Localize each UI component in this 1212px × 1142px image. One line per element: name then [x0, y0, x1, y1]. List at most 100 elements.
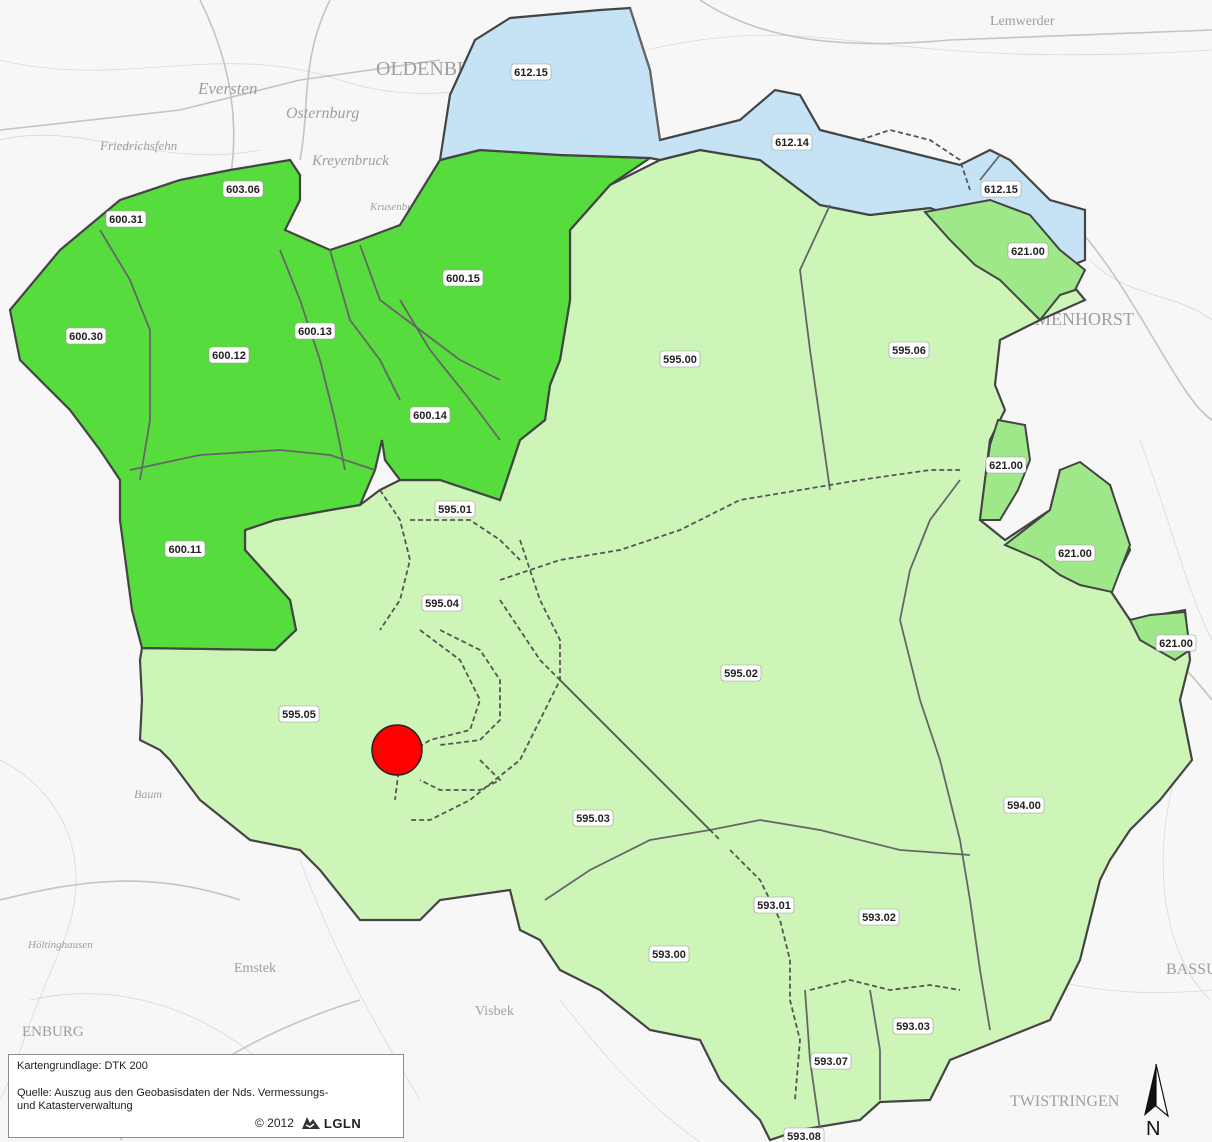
region-label-600-15[interactable]: 600.15: [442, 269, 484, 287]
region-label-text: 600.15: [446, 273, 480, 285]
region-label-600-12[interactable]: 600.12: [208, 346, 250, 364]
place-hoeltinghausen: Höltinghausen: [27, 939, 93, 951]
region-label-background: [1003, 796, 1045, 814]
region-label-593-03[interactable]: 593.03: [892, 1017, 934, 1035]
lgln-logo: LGLN: [300, 1115, 361, 1131]
region-label-600-13[interactable]: 600.13: [294, 322, 336, 340]
region-label-background: [888, 341, 930, 359]
region-label-text: 621.00: [989, 460, 1023, 472]
region-label-text: 593.02: [862, 912, 896, 924]
region-label-600-31[interactable]: 600.31: [105, 210, 147, 228]
place-emstek: Emstek: [234, 961, 276, 976]
region-label-background: [409, 406, 451, 424]
region-label-595-00[interactable]: 595.00: [659, 350, 701, 368]
region-label-593-07[interactable]: 593.07: [810, 1052, 852, 1070]
place-friedrichsfehn: Friedrichsfehn: [99, 138, 177, 153]
region-label-text: 600.12: [212, 350, 246, 362]
region-label-text: 595.00: [663, 354, 697, 366]
region-label-background: [442, 269, 484, 287]
region-label-595-01[interactable]: 595.01: [434, 500, 476, 518]
place-kreyenbruck: Kreyenbruck: [311, 153, 389, 169]
place-twistringen: TWISTRINGEN: [1010, 1093, 1120, 1110]
location-marker[interactable]: [371, 724, 423, 776]
copyright-row: © 2012 LGLN: [255, 1115, 361, 1131]
region-label-background: [421, 594, 463, 612]
region-label-background: [892, 1017, 934, 1035]
place-visbek: Visbek: [475, 1004, 514, 1019]
region-label-595-04[interactable]: 595.04: [421, 594, 463, 612]
legend-source-line-2: und Katasterverwaltung: [17, 1100, 133, 1112]
map-legend: Kartengrundlage: DTK 200 Quelle: Auszug …: [8, 1054, 404, 1138]
region-label-background: [434, 500, 476, 518]
region-621-00-c: [1003, 460, 1132, 594]
north-arrow-icon: [1144, 1063, 1169, 1118]
region-label-background: [858, 908, 900, 926]
lgln-logo-text: LGLN: [323, 1115, 362, 1131]
region-label-621-00d[interactable]: 621.00: [1155, 634, 1197, 652]
north-label: N: [1146, 1118, 1161, 1140]
region-label-text: 600.30: [69, 331, 103, 343]
region-label-background: [771, 133, 813, 151]
region-label-text: 594.00: [1007, 800, 1041, 812]
region-label-621-00c[interactable]: 621.00: [1054, 544, 1096, 562]
legend-basemap-source: Kartengrundlage: DTK 200: [17, 1060, 148, 1072]
region-label-612-14[interactable]: 612.14: [771, 133, 813, 151]
region-label-593-02[interactable]: 593.02: [858, 908, 900, 926]
region-label-text: 612.15: [514, 67, 548, 79]
region-label-595-05[interactable]: 595.05: [278, 705, 320, 723]
place-osternburg: Osternburg: [286, 105, 359, 122]
region-label-background: [510, 63, 552, 81]
region-label-text: 600.14: [413, 410, 448, 422]
region-label-background: [65, 327, 107, 345]
place-eversten: Eversten: [197, 79, 257, 98]
lgln-emblem-icon: [301, 1117, 320, 1129]
region-label-621-00b[interactable]: 621.00: [985, 456, 1027, 474]
region-label-background: [294, 322, 336, 340]
region-label-text: 600.11: [168, 544, 201, 556]
region-label-593-00[interactable]: 593.00: [648, 945, 690, 963]
region-label-text: 612.15: [984, 184, 1018, 196]
region-label-612-15a[interactable]: 612.15: [510, 63, 552, 81]
region-label-595-03[interactable]: 595.03: [572, 809, 614, 827]
region-label-621-00a[interactable]: 621.00: [1007, 242, 1049, 260]
region-label-612-15b[interactable]: 612.15: [980, 180, 1022, 198]
region-label-text: 621.00: [1058, 548, 1092, 560]
place-baum: Baum: [134, 787, 162, 801]
internal-boundaries: [99, 7, 1001, 1131]
region-label-text: 621.00: [1011, 246, 1045, 258]
region-label-text: 621.00: [1159, 638, 1193, 650]
region-label-background: [208, 346, 250, 364]
region-label-text: 595.02: [724, 668, 758, 680]
region-label-600-11[interactable]: 600.11: [164, 540, 206, 558]
region-label-593-08[interactable]: 593.08: [783, 1127, 825, 1142]
region-label-background: [985, 456, 1027, 474]
region-label-text: 593.01: [757, 900, 791, 912]
region-label-background: [278, 705, 320, 723]
region-label-text: 593.08: [787, 1131, 821, 1142]
region-label-600-14[interactable]: 600.14: [409, 406, 451, 424]
region-label-text: 593.07: [814, 1056, 848, 1068]
copyright-text: © 2012: [255, 1116, 294, 1130]
region-label-text: 593.00: [652, 949, 686, 961]
region-label-text: 603.06: [226, 184, 260, 196]
region-label-background: [1007, 242, 1049, 260]
region-label-background: [753, 896, 795, 914]
region-label-background: [783, 1127, 825, 1142]
region-label-text: 595.01: [438, 504, 472, 516]
region-label-595-02[interactable]: 595.02: [720, 664, 762, 682]
region-label-background: [105, 210, 147, 228]
place-enburg: ENBURG: [22, 1024, 84, 1040]
region-label-background: [572, 809, 614, 827]
region-label-text: 595.03: [576, 813, 610, 825]
region-label-background: [222, 180, 264, 198]
place-lemwerder: Lemwerder: [990, 14, 1055, 29]
region-label-595-06[interactable]: 595.06: [888, 341, 930, 359]
region-label-600-30[interactable]: 600.30: [65, 327, 107, 345]
region-labels: 612.15 612.14 612.15 603.06 600.31 600.30 600.…: [65, 63, 1197, 1142]
region-label-background: [980, 180, 1022, 198]
region-label-594-00[interactable]: 594.00: [1003, 796, 1045, 814]
region-label-603-06[interactable]: 603.06: [222, 180, 264, 198]
region-label-593-01[interactable]: 593.01: [753, 896, 795, 914]
